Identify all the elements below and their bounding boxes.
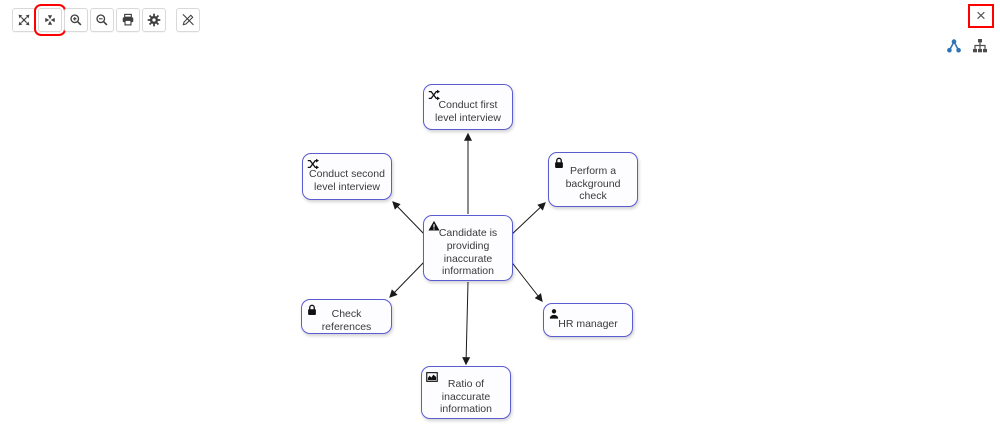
diagram-node-check-references[interactable]: Check references bbox=[301, 299, 392, 334]
shuffle-icon bbox=[307, 158, 319, 170]
hierarchy-icon bbox=[972, 38, 990, 54]
fit-button[interactable] bbox=[34, 4, 66, 36]
edge-candidate-risk-to-check-references bbox=[389, 259, 427, 298]
diagram-node-background-check[interactable]: Perform a background check bbox=[548, 152, 638, 207]
edit-off-icon bbox=[181, 13, 195, 27]
fit-icon bbox=[43, 13, 57, 27]
edge-candidate-risk-to-background-check bbox=[509, 202, 546, 237]
print-icon bbox=[121, 13, 135, 27]
zoom-in-button[interactable] bbox=[64, 8, 88, 32]
gear-icon bbox=[147, 13, 161, 27]
person-icon bbox=[548, 308, 560, 320]
diagram-node-hr-manager[interactable]: HR manager bbox=[543, 303, 633, 337]
lock-icon bbox=[553, 157, 565, 169]
edge-candidate-risk-to-hr-manager bbox=[509, 259, 543, 302]
lock-icon bbox=[306, 304, 318, 316]
edge-candidate-risk-to-second-interview bbox=[392, 201, 427, 237]
print-button[interactable] bbox=[116, 8, 140, 32]
edit-off-button[interactable] bbox=[176, 8, 200, 32]
zoom-out-button[interactable] bbox=[90, 8, 114, 32]
expand-icon bbox=[17, 13, 31, 27]
expand-button[interactable] bbox=[12, 8, 36, 32]
node-label: Ratio of inaccurate information bbox=[440, 377, 492, 416]
diagram-node-second-interview[interactable]: Conduct second level interview bbox=[302, 153, 392, 200]
chart-icon bbox=[426, 371, 438, 383]
close-button[interactable]: × bbox=[968, 4, 994, 28]
node-label: Conduct first level interview bbox=[435, 98, 501, 124]
node-label: Conduct second level interview bbox=[309, 168, 385, 193]
node-label: Candidate is providing inaccurate inform… bbox=[438, 226, 498, 278]
hierarchy-layout-button[interactable] bbox=[972, 38, 990, 54]
zoom-out-icon bbox=[95, 13, 109, 27]
settings-button[interactable] bbox=[142, 8, 166, 32]
diagram-node-first-interview[interactable]: Conduct first level interview bbox=[423, 84, 513, 130]
network-layout-button[interactable] bbox=[946, 38, 964, 54]
warning-icon bbox=[428, 220, 440, 232]
network-icon bbox=[946, 38, 964, 54]
edge-candidate-risk-to-ratio-inaccurate bbox=[462, 281, 471, 366]
diagram-node-ratio-inaccurate[interactable]: Ratio of inaccurate information bbox=[421, 366, 511, 419]
shuffle-icon bbox=[428, 89, 440, 101]
node-label: Perform a background check bbox=[565, 164, 621, 203]
node-label: HR manager bbox=[558, 318, 618, 331]
layout-switcher bbox=[946, 38, 990, 54]
node-label: Check references bbox=[321, 308, 372, 333]
zoom-in-icon bbox=[69, 13, 83, 27]
diagram-node-candidate-risk[interactable]: Candidate is providing inaccurate inform… bbox=[423, 215, 513, 281]
toolbar bbox=[12, 4, 200, 36]
